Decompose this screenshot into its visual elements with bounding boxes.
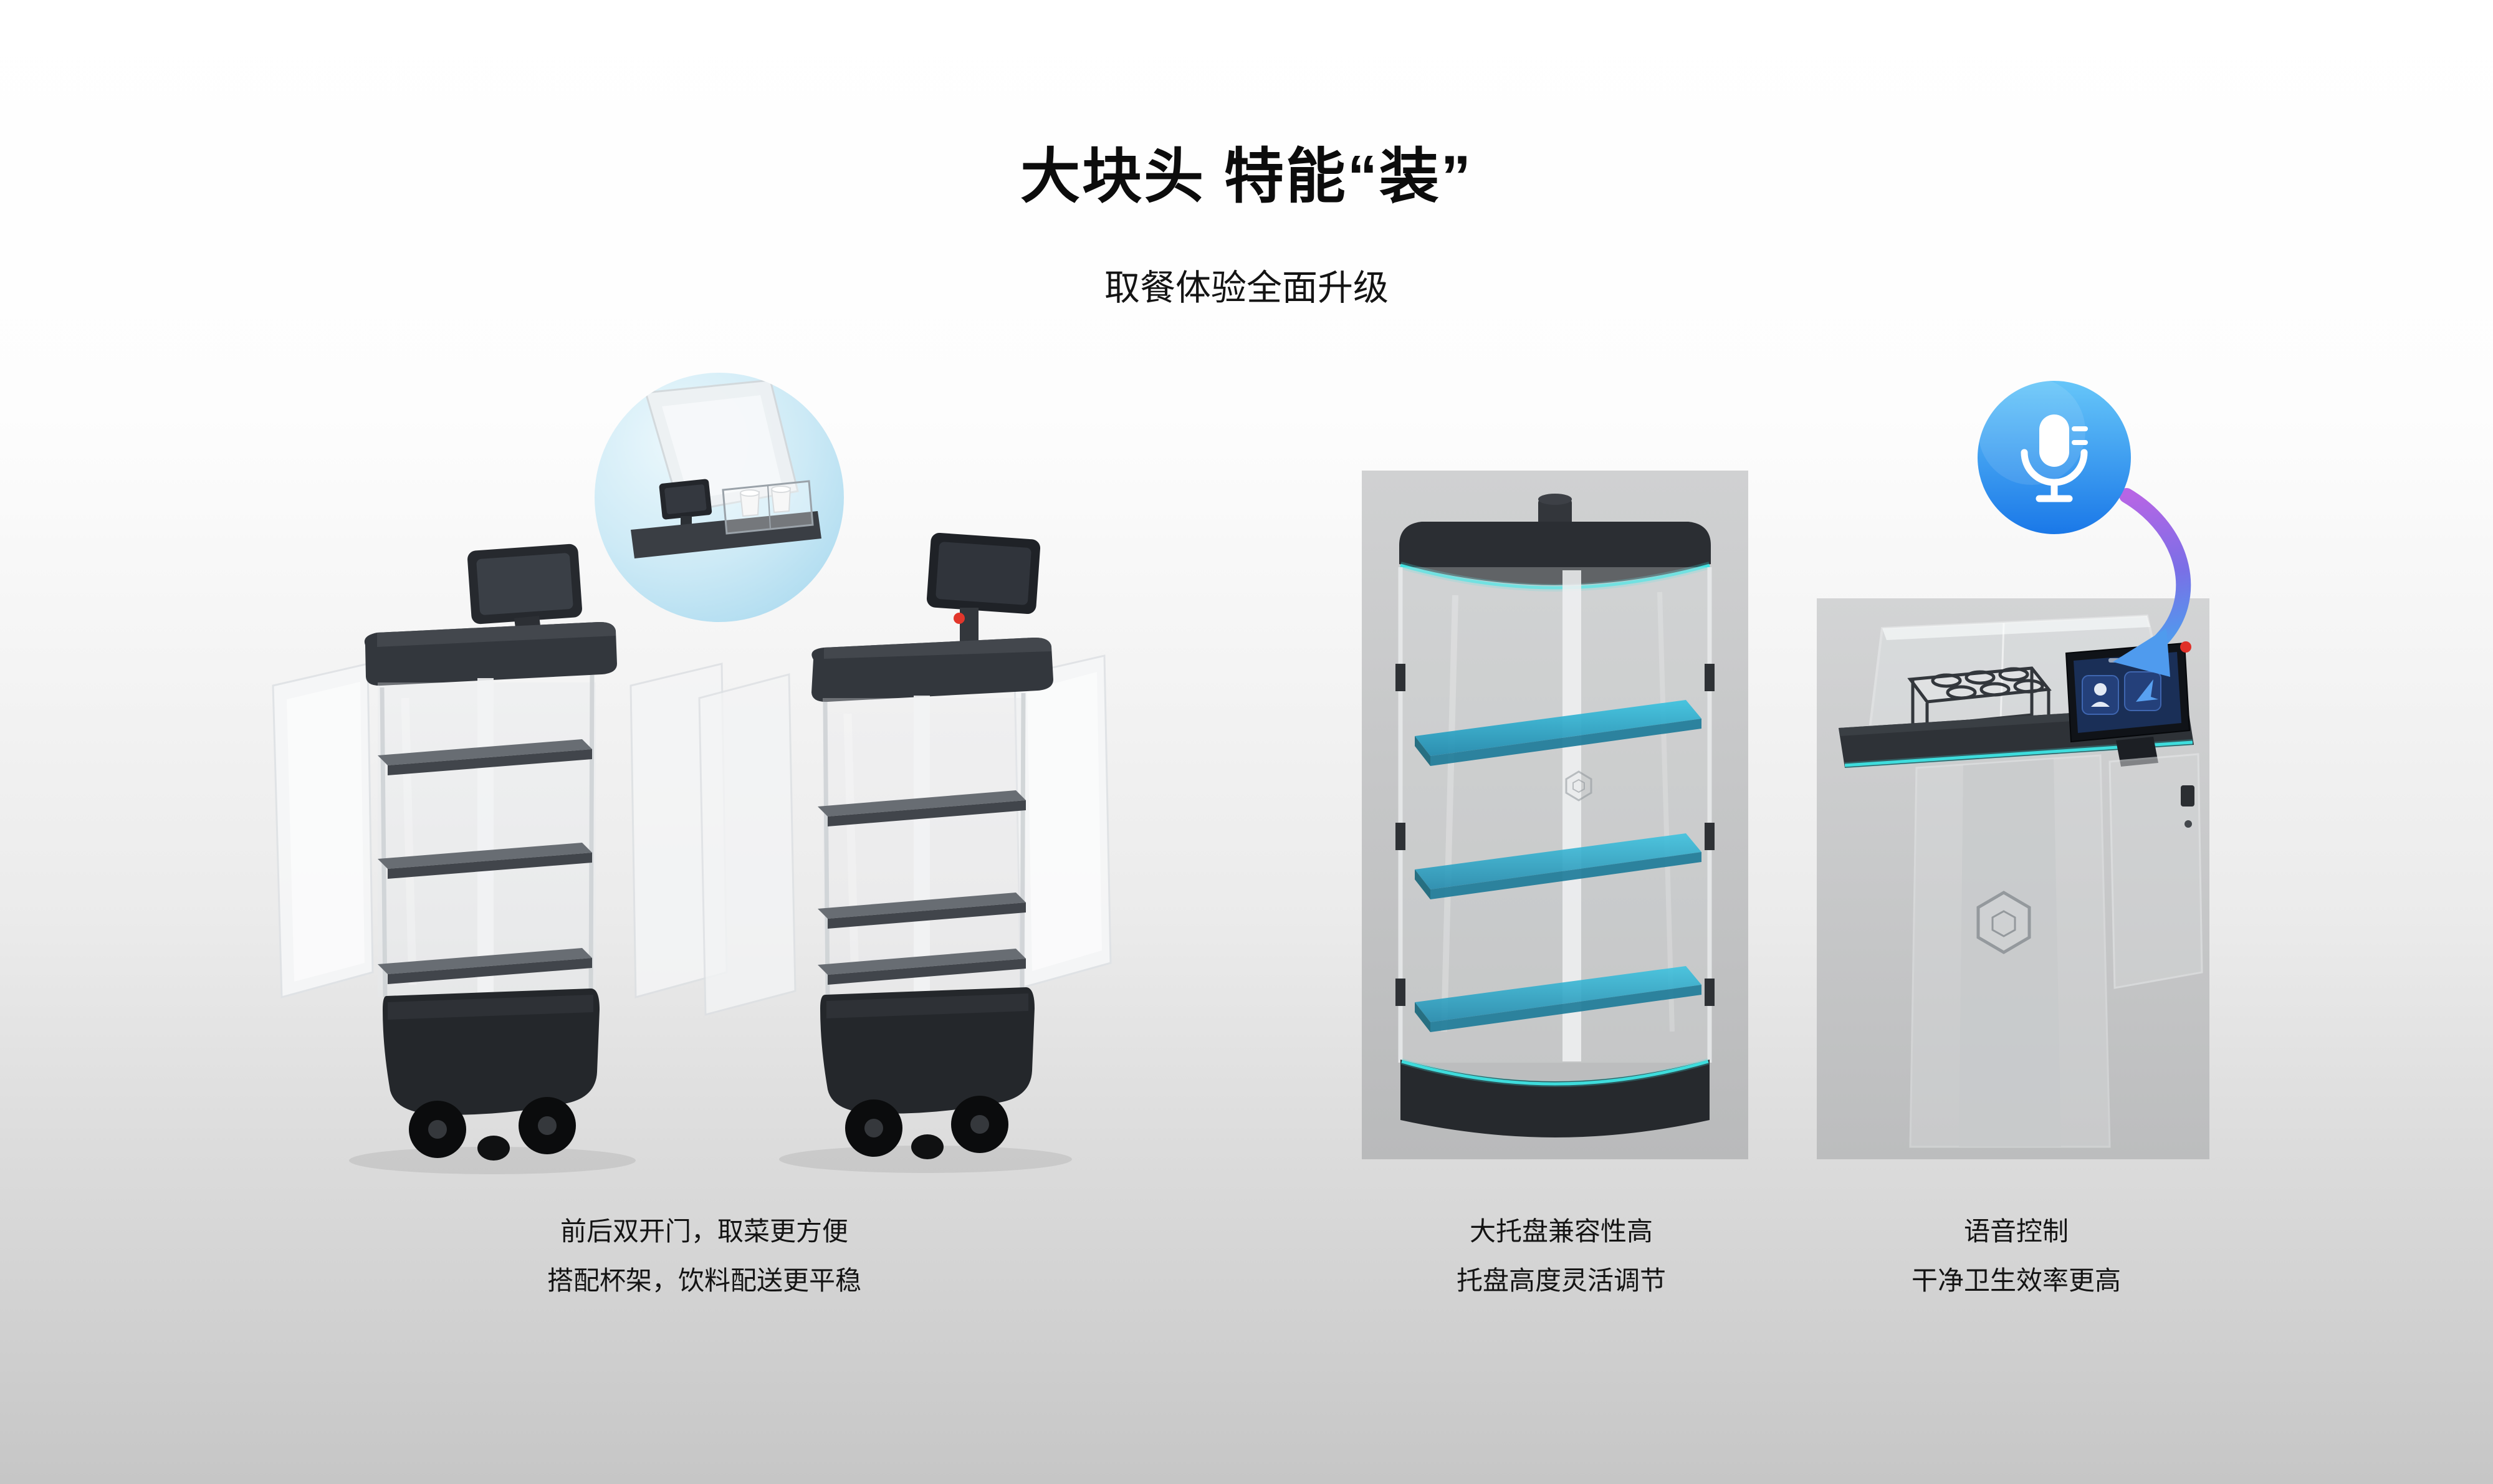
- cup-holder-detail-bubble: [595, 373, 844, 622]
- voice-control-callout: [1920, 355, 2269, 717]
- page-subtitle: 取餐体验全面升级: [1104, 268, 1389, 308]
- robot-left-shelves: [378, 739, 592, 984]
- accent-light-bottom: [1401, 1060, 1709, 1086]
- caption-line-1: 前后双开门，取菜更方便: [560, 1217, 848, 1246]
- caption-line-2: 托盘高度灵活调节: [1456, 1266, 1666, 1295]
- robots-open-doors-image: [249, 349, 1159, 1178]
- accent-light-top: [1400, 563, 1710, 590]
- tray-2: [1415, 833, 1701, 899]
- caption-voice-control: 语音控制 干净卫生效率更高: [1767, 1207, 2266, 1305]
- pedestal-emblem: [1976, 891, 2031, 954]
- cup-basket: [722, 480, 814, 535]
- caption-large-trays: 大托盘兼容性高 托盘高度灵活调节: [1312, 1207, 1811, 1305]
- robot-right-shelves: [818, 790, 1026, 985]
- microphone-icon: [1978, 378, 2131, 534]
- robot-left: [349, 543, 636, 1174]
- robots-illustration: [272, 373, 1112, 1174]
- photo-background: [1362, 471, 1748, 1159]
- robot-right: [779, 532, 1072, 1173]
- curved-arrow-icon: [2113, 488, 2191, 677]
- center-pillar: [1562, 570, 1581, 1061]
- tray-cabinet-illustration: [1362, 471, 1748, 1159]
- screen-tile-navigate: [2124, 671, 2161, 711]
- side-sensor: [2181, 785, 2194, 807]
- page-title: 大块头 特能“装”: [1020, 143, 1473, 210]
- tray-3: [1415, 966, 1701, 1032]
- caption-line-2: 搭配杯架，饮料配送更平稳: [547, 1266, 861, 1295]
- emergency-button: [954, 613, 965, 624]
- robot-left-tablet: [467, 543, 582, 625]
- robot-top-illustration: [1817, 598, 2209, 1159]
- screen-tile-person: [2082, 675, 2119, 715]
- hero-header: 大块头 特能“装” 取餐体验全面升级: [0, 128, 2493, 310]
- tray-cabinet: [1395, 494, 1715, 1137]
- voice-control-image: [1817, 598, 2209, 1159]
- tray-1: [1415, 700, 1701, 766]
- tray-cabinet-image: [1362, 471, 1748, 1159]
- cups: [739, 486, 792, 517]
- robot-right-tablet: [926, 532, 1041, 615]
- pedestal: [1909, 753, 2203, 1148]
- detail-screen: [659, 479, 712, 520]
- open-doors: [272, 654, 1112, 1016]
- voice-callout-illustration: [1978, 378, 2191, 677]
- door-hinges: [1395, 664, 1715, 1006]
- brand-emblem: [1565, 770, 1592, 802]
- caption-line-1: 大托盘兼容性高: [1469, 1217, 1653, 1246]
- caption-front-back-doors: 前后双开门，取菜更方便 搭配杯架，饮料配送更平稳: [380, 1207, 1028, 1305]
- caption-line-1: 语音控制: [1963, 1217, 2069, 1246]
- screen-red-button: [2180, 641, 2191, 653]
- caption-line-2: 干净卫生效率更高: [1911, 1266, 2121, 1295]
